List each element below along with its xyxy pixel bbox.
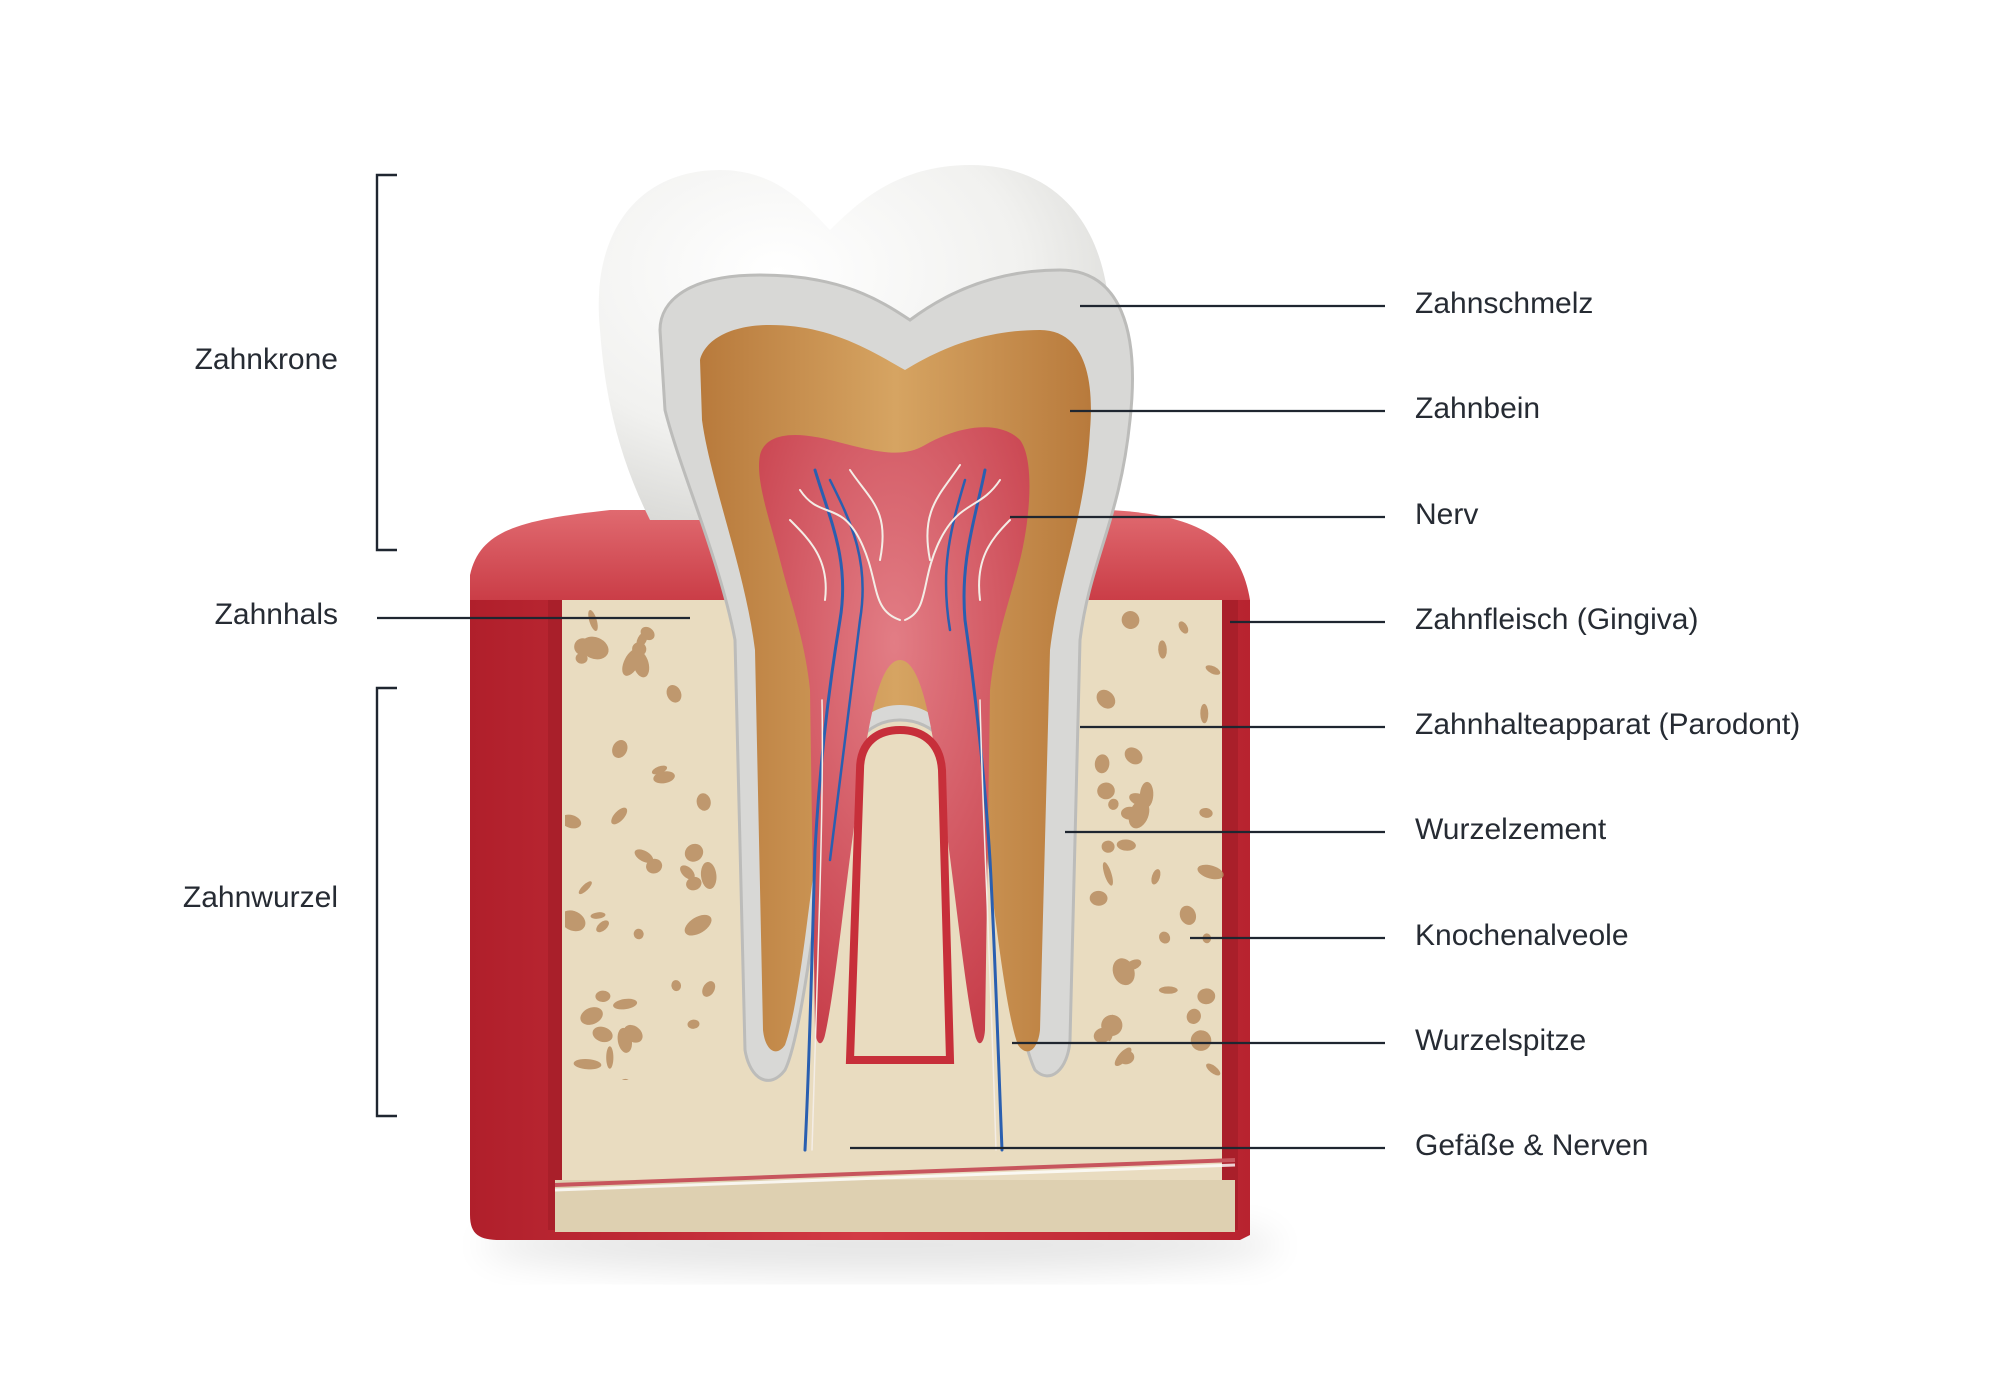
bone-pore xyxy=(574,638,592,656)
bone-pore xyxy=(1206,1063,1221,1076)
bone-pore xyxy=(684,843,704,862)
label-zahnbein: Zahnbein xyxy=(1415,392,1540,425)
bone-pore xyxy=(1158,640,1167,659)
bone-pore xyxy=(596,920,609,933)
bone-pore xyxy=(1197,864,1224,880)
bone-pore xyxy=(1096,689,1116,709)
label-knochenalveole: Knochenalveole xyxy=(1415,919,1629,952)
bone-pore xyxy=(680,865,695,880)
bone-pore xyxy=(573,1059,602,1070)
bone-pore xyxy=(1199,807,1213,818)
pulp-section xyxy=(759,427,1030,1044)
bone-pore xyxy=(684,914,712,936)
bone-pore xyxy=(595,990,611,1003)
label-nerv: Nerv xyxy=(1415,498,1478,531)
bone-pore xyxy=(575,652,588,664)
bone-pore xyxy=(636,632,648,648)
bone-pore xyxy=(617,1027,633,1053)
bone-pore xyxy=(565,814,582,829)
bone-pore xyxy=(634,849,654,863)
bone-pore xyxy=(1094,754,1110,774)
bone-pore xyxy=(613,998,638,1010)
bone-pore xyxy=(687,1019,700,1029)
bone-pore xyxy=(1102,862,1113,886)
bone-pore xyxy=(671,980,682,992)
bone-pore xyxy=(700,861,717,890)
label-zahnfleisch: Zahnfleisch (Gingiva) xyxy=(1415,603,1698,636)
vessel-base-line xyxy=(554,1158,1236,1187)
bracket-zahnkrone xyxy=(375,173,397,552)
bone-pore xyxy=(622,648,641,676)
bone-pore xyxy=(1158,986,1178,994)
gum-edge-left xyxy=(548,600,562,1230)
bone-pore xyxy=(1205,665,1221,675)
bone-pore xyxy=(651,765,668,775)
label-gefaesse: Gefäße & Nerven xyxy=(1415,1129,1648,1162)
bone-pore xyxy=(1101,840,1115,853)
bone-pore xyxy=(1190,1030,1212,1051)
bone-pore xyxy=(1200,703,1209,724)
bone-base-band xyxy=(555,1180,1235,1232)
bone-pore xyxy=(592,1026,613,1043)
inter-root-gum xyxy=(845,725,955,1064)
bone-pore xyxy=(1089,890,1108,906)
bone-pore xyxy=(1159,931,1171,944)
bone-pore xyxy=(696,793,711,811)
label-zahnhals: Zahnhals xyxy=(215,598,338,631)
label-zahnwurzel: Zahnwurzel xyxy=(183,881,338,914)
bone-pore xyxy=(612,740,628,758)
bone-pore xyxy=(588,610,598,631)
bone-pore xyxy=(666,685,682,703)
bone-pore xyxy=(590,912,606,919)
bone-pore xyxy=(1179,905,1197,925)
bone-pore xyxy=(1121,611,1140,629)
bone-pore xyxy=(565,910,586,932)
vessels-and-nerves xyxy=(789,464,1011,1152)
bone-pore xyxy=(611,807,628,825)
gum-edge-right xyxy=(1222,600,1238,1230)
bone-pore xyxy=(1116,839,1136,851)
bone-pore xyxy=(1151,869,1161,885)
bone-pore xyxy=(653,771,675,784)
bone-pore xyxy=(1097,782,1115,800)
bracket-zahnwurzel xyxy=(375,686,397,1118)
bone-pore xyxy=(686,876,702,891)
bone-pore xyxy=(1108,798,1119,810)
label-zahnkrone: Zahnkrone xyxy=(195,343,338,376)
bone-pore xyxy=(1197,988,1216,1005)
bone-pore xyxy=(1124,747,1143,765)
label-wurzelzement: Wurzelzement xyxy=(1415,813,1607,846)
bone-pore xyxy=(580,1007,603,1025)
label-wurzelspitze: Wurzelspitze xyxy=(1415,1024,1586,1057)
bone-pore xyxy=(1139,781,1154,808)
bone-pore xyxy=(1186,1008,1201,1024)
bone-pore xyxy=(1126,959,1142,971)
label-zahnhalteapparat: Zahnhalteapparat (Parodont) xyxy=(1415,708,1800,741)
bone-pore xyxy=(1178,621,1189,634)
bone-pore xyxy=(633,928,644,940)
label-zahnschmelz: Zahnschmelz xyxy=(1415,287,1593,320)
bone-pore xyxy=(1101,1014,1123,1036)
bone-pore xyxy=(578,881,592,895)
bone-pore xyxy=(1114,1047,1132,1067)
bone-pore xyxy=(606,1046,614,1069)
bone-pore xyxy=(702,981,716,997)
